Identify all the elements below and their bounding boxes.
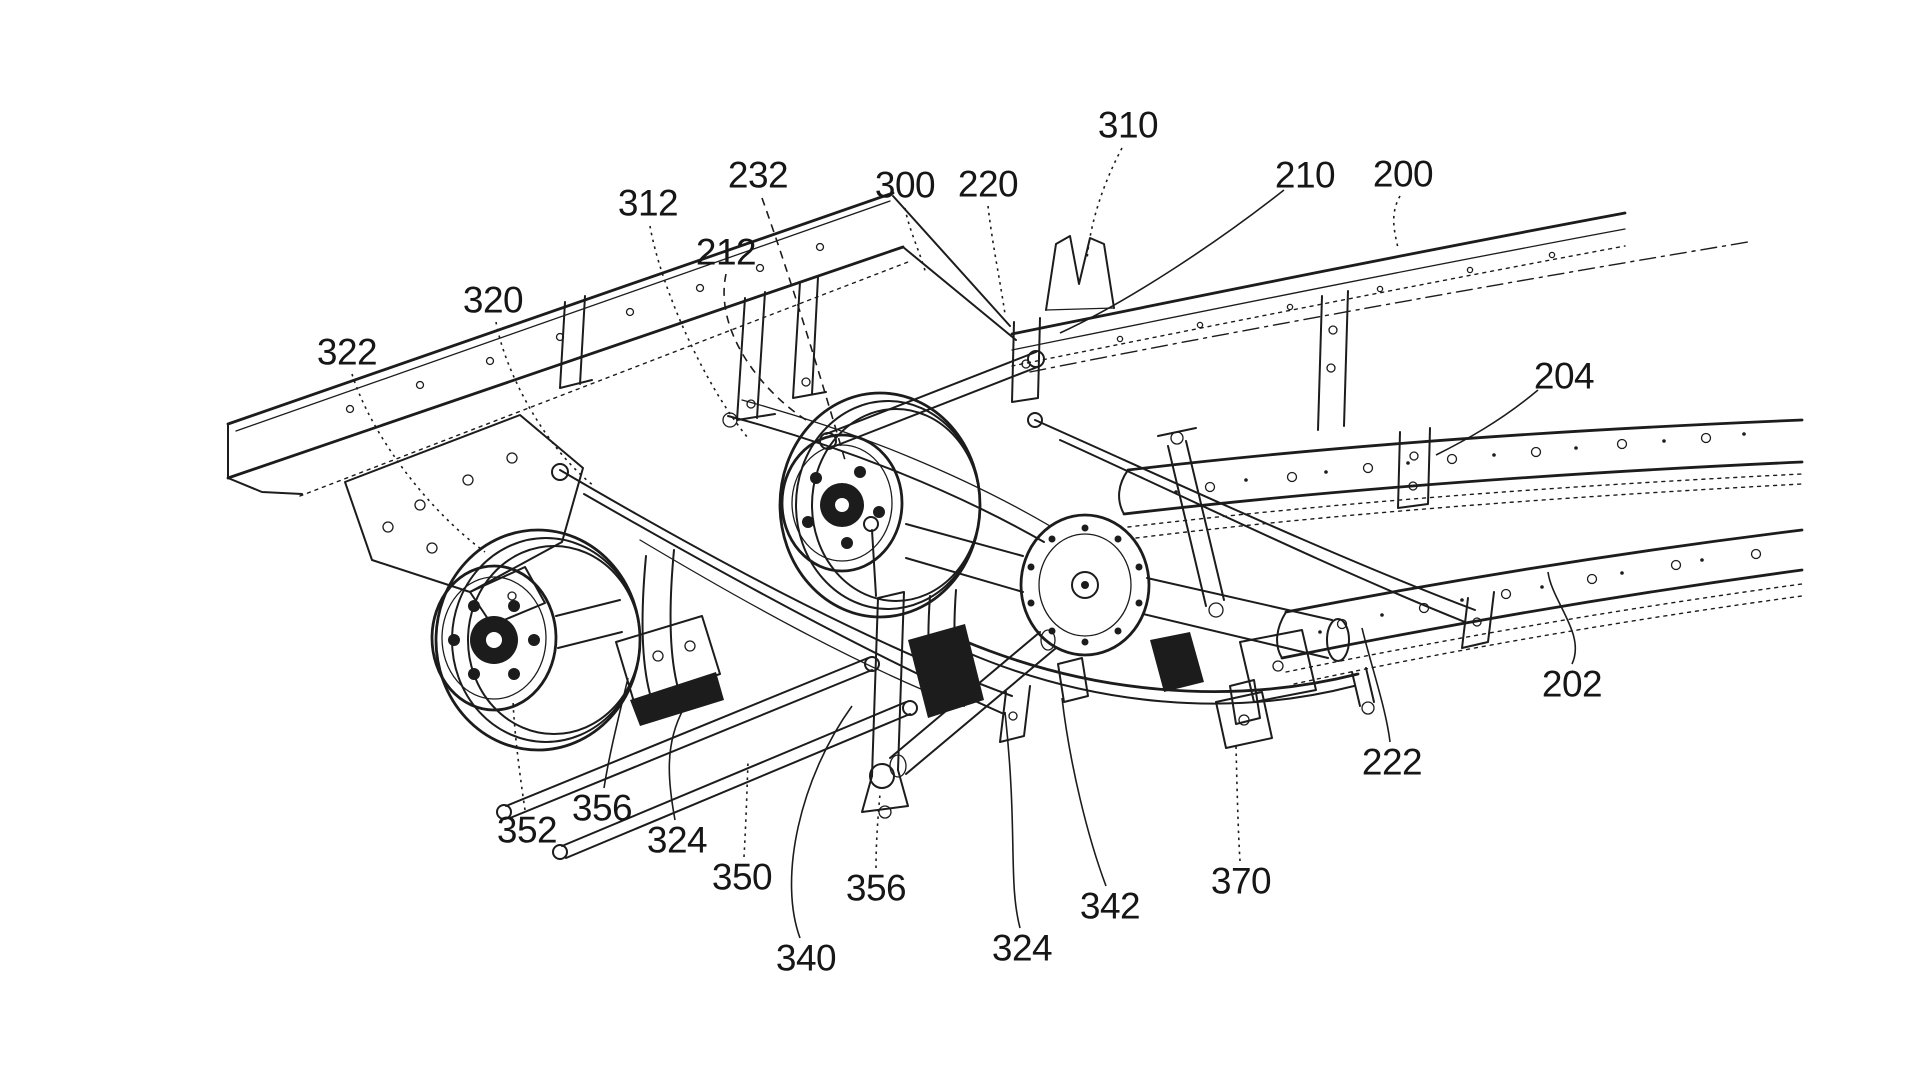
stabilizer-bar — [960, 638, 1375, 749]
leader-210 — [1059, 189, 1285, 334]
ref-label-350: 350 — [712, 857, 772, 898]
ref-label-212: 212 — [696, 232, 756, 273]
ref-label-204: 204 — [1534, 356, 1594, 397]
ref-label-202: 202 — [1542, 664, 1602, 705]
leader-220 — [987, 205, 1006, 315]
track-bar — [819, 350, 1045, 450]
upper-spring-section — [722, 399, 1051, 543]
ref-label-324b: 324 — [992, 928, 1052, 969]
jounce-bumper-bracket — [1045, 235, 1115, 311]
leader-200 — [1392, 195, 1401, 249]
front-spring-hanger-bracket — [344, 414, 584, 626]
leader-340 — [790, 705, 853, 939]
crossmember — [892, 195, 1017, 341]
leader-204 — [1435, 389, 1539, 456]
far-frame-rail — [1010, 211, 1749, 431]
right-rail-lower-band — [1276, 528, 1804, 685]
leader-222 — [1361, 627, 1391, 743]
ref-label-310: 310 — [1098, 105, 1158, 146]
ref-label-220: 220 — [958, 164, 1018, 205]
ref-label-232: 232 — [728, 155, 788, 196]
ref-label-222: 222 — [1362, 742, 1422, 783]
ref-label-352: 352 — [497, 810, 557, 851]
leader-310 — [1086, 147, 1123, 261]
u-bolt-cluster-left — [555, 549, 724, 726]
ref-label-356a: 356 — [572, 788, 632, 829]
leader-356b — [875, 793, 881, 869]
reference-numerals: 322 320 312 212 232 300 220 310 210 200 204 202 222 3… — [317, 105, 1603, 979]
mid-rail-brackets — [559, 276, 827, 421]
leader-324a — [668, 707, 685, 821]
leader-324b — [1004, 711, 1021, 929]
lower-control-bars — [496, 656, 918, 860]
leader-232 — [761, 197, 846, 461]
outer-rear-wheel — [430, 528, 642, 752]
inner-rear-wheel — [778, 391, 982, 619]
leader-356a — [603, 677, 629, 789]
leader-322 — [351, 373, 486, 553]
ref-label-300: 300 — [875, 165, 935, 206]
ref-label-320: 320 — [463, 280, 523, 321]
far-leaf-spring — [1027, 412, 1476, 623]
right-rail-upper-band — [1118, 418, 1804, 539]
leader-350 — [743, 761, 749, 858]
ref-label-370: 370 — [1211, 861, 1271, 902]
ref-label-356b: 356 — [846, 868, 906, 909]
leader-320 — [495, 321, 595, 487]
ref-label-342: 342 — [1080, 886, 1140, 927]
leader-370 — [1235, 745, 1241, 862]
near-frame-rail — [226, 191, 909, 497]
ref-label-322: 322 — [317, 332, 377, 373]
ref-label-340: 340 — [776, 938, 836, 979]
far-shock-absorber — [1157, 427, 1225, 618]
ref-label-324a: 324 — [647, 820, 707, 861]
leader-212 — [723, 273, 807, 421]
leader-312 — [649, 225, 749, 439]
leader-352 — [512, 699, 526, 811]
leader-342 — [1061, 697, 1107, 887]
ref-label-312: 312 — [618, 183, 678, 224]
ref-label-210: 210 — [1275, 155, 1335, 196]
leader-202 — [1547, 571, 1577, 665]
ref-label-200: 200 — [1373, 154, 1433, 195]
leader-lines — [351, 147, 1577, 939]
driveshaft — [869, 629, 1057, 789]
near-shock-absorber — [861, 516, 909, 819]
